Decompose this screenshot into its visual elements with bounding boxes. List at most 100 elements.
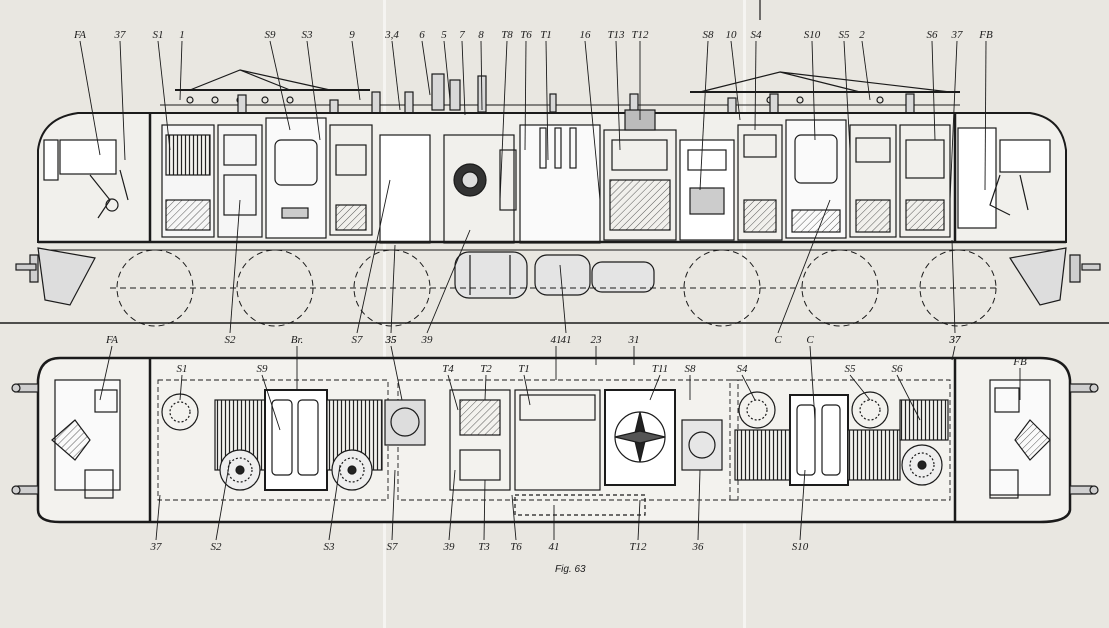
side-label-bottom: S2: [225, 334, 237, 346]
leader-line: [730, 40, 741, 121]
side-label-bottom: 35: [385, 334, 398, 346]
figure-caption: Fig. 63: [555, 564, 586, 575]
plan-label-top: S4: [737, 363, 749, 375]
leader-line: [99, 345, 113, 401]
side-label-top: S8: [703, 29, 715, 41]
leader-line: [229, 199, 241, 334]
plan-label-top: 41: [551, 334, 562, 346]
plan-label-top: 23: [591, 334, 603, 346]
leader-line: [511, 494, 517, 541]
leader-line: [391, 40, 401, 111]
underframe-tanks: [454, 251, 655, 299]
plan-label-bottom: 39: [443, 541, 456, 553]
side-label-top: T6: [520, 29, 532, 41]
side-label-top: 7: [459, 29, 465, 41]
plan-label-bottom: S10: [792, 541, 809, 553]
side-label-top: T12: [631, 29, 649, 41]
side-label-top: T8: [501, 29, 513, 41]
side-label-top: S10: [804, 29, 821, 41]
side-label-top: 8: [478, 29, 484, 41]
leader-line: [545, 40, 549, 161]
leader-line: [306, 40, 321, 141]
plan-label-top: T1: [518, 363, 530, 375]
pantograph-left: [175, 69, 370, 104]
side-label-top: 1: [179, 29, 185, 41]
side-label-bottom: 37: [949, 334, 962, 346]
leader-line: [484, 374, 487, 401]
leader-line: [584, 40, 601, 201]
side-label-top: 37: [114, 29, 127, 41]
plan-label-top: 35: [385, 334, 398, 346]
plan-view: [11, 345, 1099, 541]
side-label-top: 10: [726, 29, 738, 41]
leader-line: [499, 40, 508, 201]
plan-label-bottom: 36: [692, 541, 705, 553]
side-label-bottom: S7: [352, 334, 364, 346]
leader-line: [356, 179, 391, 334]
leader-line: [328, 464, 341, 541]
side-label-top: 2: [859, 29, 865, 41]
leader-line: [811, 40, 816, 141]
side-label-top: 16: [580, 29, 592, 41]
leader-line: [896, 374, 921, 421]
side-view: [15, 40, 1101, 334]
leader-line: [697, 469, 701, 541]
leader-line: [351, 40, 361, 101]
plan-label-top: FA: [105, 334, 118, 346]
side-label-top: S4: [751, 29, 763, 41]
leader-line: [447, 374, 459, 411]
leader-line: [157, 40, 171, 151]
leader-line: [861, 40, 871, 101]
plan-label-top: S1: [177, 363, 188, 375]
paper-fold: [383, 0, 386, 628]
leader-line: [524, 40, 527, 151]
leader-line: [483, 479, 486, 541]
plan-label-bottom: T6: [510, 541, 522, 553]
plan-label-top: T4: [442, 363, 454, 375]
leader-line: [649, 374, 661, 401]
leader-line: [741, 374, 756, 401]
side-label-top: S6: [927, 29, 939, 41]
plan-label-bottom: 37: [150, 541, 163, 553]
leader-line: [391, 469, 396, 541]
leader-line: [461, 40, 466, 116]
plan-label-top: S5: [845, 363, 857, 375]
leader-line: [261, 374, 281, 431]
plan-label-top: S9: [257, 363, 269, 375]
leader-line: [843, 40, 851, 151]
plan-label-top: S8: [685, 363, 697, 375]
plan-label-top: 31: [628, 334, 640, 346]
leader-line: [849, 374, 871, 401]
side-equipment: [161, 109, 951, 244]
leader-line: [480, 40, 483, 111]
plan-label-bottom: 41: [549, 541, 560, 553]
leader-line: [637, 499, 641, 541]
leader-line: [269, 40, 291, 131]
leader-line: [951, 239, 956, 334]
leader-line: [119, 40, 126, 161]
plan-label-bottom: S3: [324, 541, 336, 553]
paper-fold: [743, 0, 746, 628]
plan-label-bottom: S7: [387, 541, 399, 553]
plan-label-bottom: S2: [211, 541, 223, 553]
leader-line: [179, 374, 183, 401]
leader-line: [951, 345, 956, 361]
plan-label-top: S6: [892, 363, 904, 375]
side-label-top: 3,4: [384, 29, 399, 41]
leader-line: [421, 40, 431, 96]
plan-label-top: 37: [949, 334, 962, 346]
leader-line: [809, 345, 816, 421]
side-label-top: 6: [419, 29, 425, 41]
couplers-plan: [11, 383, 1099, 495]
leader-line: [799, 469, 806, 541]
side-label-top: S1: [153, 29, 164, 41]
leader-line: [523, 374, 531, 406]
couplers-side: [15, 247, 1101, 306]
side-label-top: S5: [839, 29, 851, 41]
side-label-top: S9: [265, 29, 277, 41]
leader-line: [615, 40, 621, 151]
leader-line: [448, 469, 456, 541]
side-label-bottom: 41: [561, 334, 572, 346]
